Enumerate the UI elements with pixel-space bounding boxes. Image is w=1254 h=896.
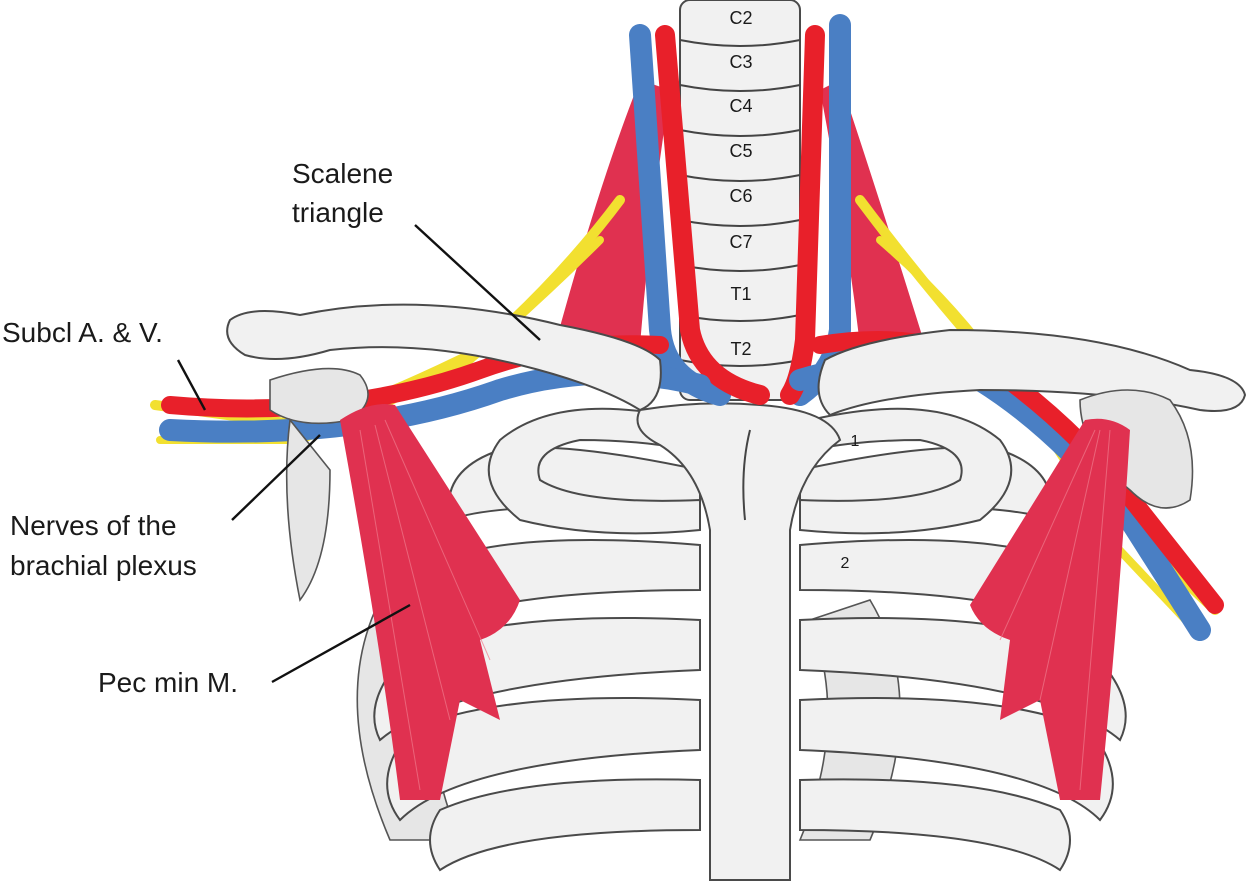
vertebra-label: T1 xyxy=(730,284,751,304)
rib-label: 2 xyxy=(841,555,850,572)
leader-lines xyxy=(176,224,541,684)
vertebral-column xyxy=(679,0,801,401)
nerves-leader-line xyxy=(231,434,321,521)
vertebra-labels: C2 C3 C4 C5 C6 C7 T1 T2 xyxy=(729,8,752,359)
vertebra-label: C6 xyxy=(729,186,752,206)
annotation-labels: Scalene triangle Subcl A. & V. Nerves of… xyxy=(2,158,393,698)
scalene-label-line2: triangle xyxy=(292,197,384,228)
pectoralis-minor-muscles xyxy=(340,404,1130,800)
vertebra-label: C4 xyxy=(729,96,752,116)
subcl-leader-line xyxy=(176,359,207,411)
subcl-label: Subcl A. & V. xyxy=(2,317,163,348)
vertebra-label: C3 xyxy=(729,52,752,72)
vertebra-label: C2 xyxy=(729,8,752,28)
pec-leader-line xyxy=(271,603,411,684)
scalene-label-line1: Scalene xyxy=(292,158,393,189)
rib-labels: 1 2 xyxy=(841,433,860,572)
rib-label: 1 xyxy=(851,433,860,450)
vertebra-label: C7 xyxy=(729,232,752,252)
scalene-leader-line xyxy=(414,224,541,341)
vertebra-label: C5 xyxy=(729,141,752,161)
vertebra-label: T2 xyxy=(730,339,751,359)
pec-label: Pec min M. xyxy=(98,667,238,698)
muscle-fibers xyxy=(359,419,1111,791)
clavicles xyxy=(226,303,1247,602)
nerves-label-line2: brachial plexus xyxy=(10,550,197,581)
nerves-label-line1: Nerves of the xyxy=(10,510,177,541)
